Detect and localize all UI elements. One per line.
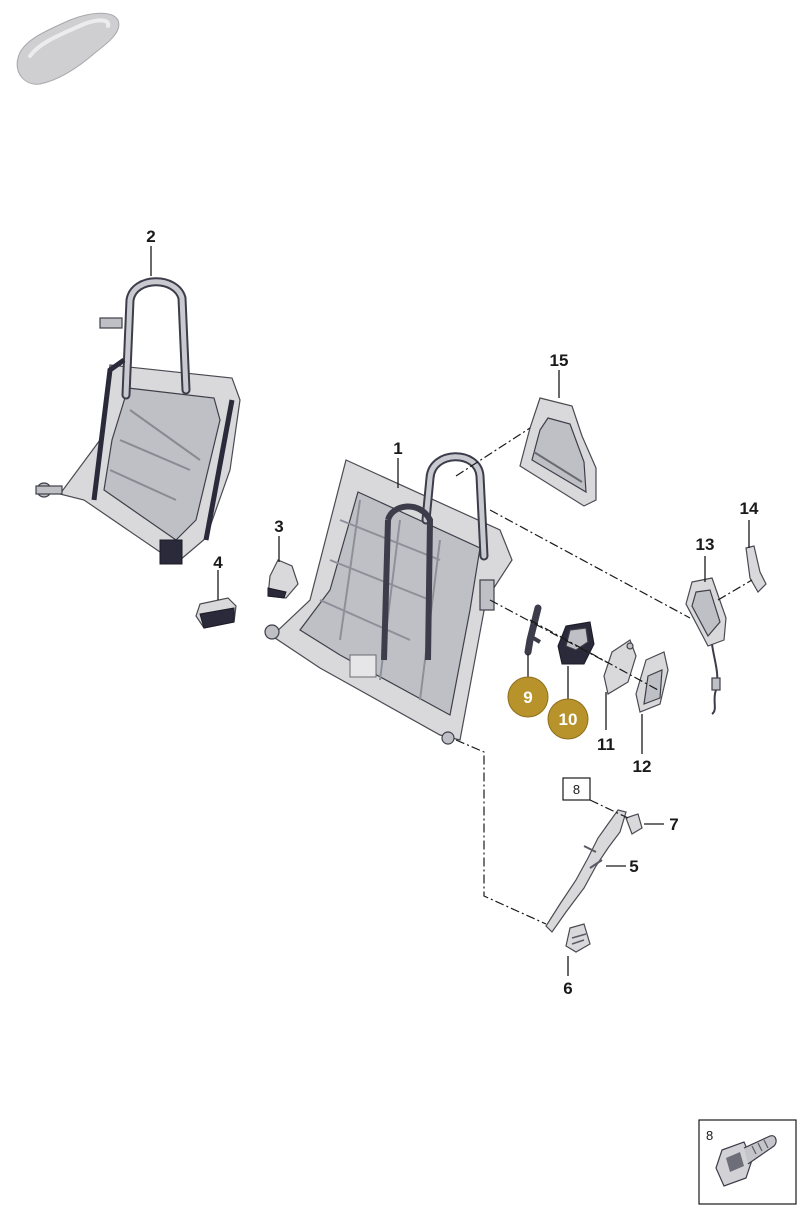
callout-6: 6 [563,979,572,998]
callout-3: 3 [274,517,283,536]
callout-12: 12 [633,757,652,776]
part-7-clip [625,813,643,835]
callout-7: 7 [669,815,678,834]
car-silhouette-icon [16,12,120,85]
assembly-lines [455,427,753,925]
inset-label: 8 [706,1128,713,1143]
inset-panel: 8 [698,1119,797,1205]
part-9-lever [524,604,542,656]
callout-labels: 2 1 15 3 4 13 14 11 12 7 5 6 [146,227,759,998]
callout-10-badge: 10 [547,698,589,740]
highlighted-callouts: 9 10 [507,676,589,740]
callout-2: 2 [146,227,155,246]
part-1-seat-back-frame [264,452,513,745]
part-5-guide-rail [545,809,627,933]
part-13-actuator [685,577,727,715]
callout-4: 4 [213,553,223,572]
part-12-cover [635,651,669,713]
part-10-lock [557,621,595,665]
callout-5: 5 [629,857,638,876]
screw-icon [715,1135,777,1187]
callout-14: 14 [740,499,759,518]
boxed-reference-8: 8 [562,777,591,801]
callout-11: 11 [597,735,615,754]
callout-13: 13 [696,535,715,554]
boxed-reference-label: 8 [573,782,580,797]
callout-1: 1 [393,439,402,458]
callout-9-badge: 9 [507,676,549,718]
callout-9: 9 [523,688,532,707]
part-6-end-fitting [565,923,591,953]
leader-lines [150,246,750,976]
part-15-side-cover [519,397,597,507]
callout-10: 10 [559,710,578,729]
part-11-bracket [603,639,637,695]
part-3-bracket [267,559,299,599]
part-14-link [745,545,767,593]
part-2-seat-back-frame [35,277,241,565]
callout-15: 15 [550,351,569,370]
part-4-handle [195,597,237,629]
